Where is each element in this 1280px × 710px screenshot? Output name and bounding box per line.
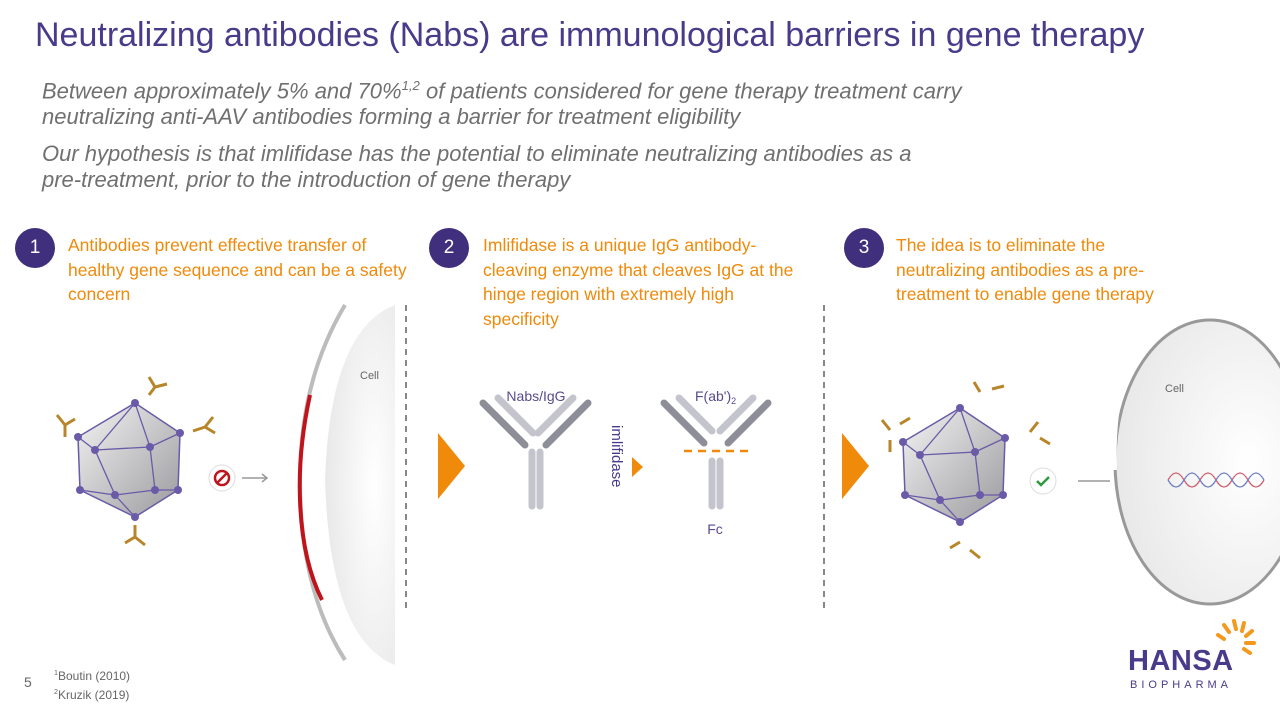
- step-text-1: Antibodies prevent effective transfer of…: [68, 235, 407, 304]
- igg-antibody-icon: [479, 394, 592, 510]
- cell-membrane-left: Cell: [297, 303, 395, 665]
- logo-name: HANSA: [1128, 645, 1234, 677]
- nabs-label: Nabs/IgG: [506, 388, 565, 404]
- step-number-2: 2: [429, 228, 469, 268]
- small-arrow-icon: [632, 457, 643, 477]
- sun-logo-icon: [1216, 619, 1256, 655]
- references: 1Boutin (2010) 2Kruzik (2019): [54, 665, 130, 703]
- blocked-icon: [208, 464, 269, 492]
- cell-label: Cell: [360, 370, 379, 382]
- subtitle-text: of patients considered for gene therapy …: [419, 78, 962, 104]
- cleaved-antibody-icon: [660, 394, 772, 510]
- slide-title: Neutralizing antibodies (Nabs) are immun…: [35, 16, 1145, 54]
- arrow-icon: [438, 433, 465, 499]
- subtitle-text: pre-treatment, prior to the introduction…: [42, 167, 571, 192]
- subtitle-eligibility: Between approximately 5% and 70%1,2 of p…: [42, 73, 962, 130]
- step-number-3: 3: [844, 228, 884, 268]
- fab-label: F(ab')2: [695, 388, 736, 406]
- check-icon: [1029, 467, 1110, 495]
- reference-1: 1Boutin (2010): [54, 668, 131, 683]
- citation-sup: 1,2: [401, 78, 420, 93]
- logo-subtitle: BIOPHARMA: [1130, 679, 1233, 691]
- page-number: 5: [24, 674, 32, 690]
- step-text-2: Imlifidase is a unique IgG antibody-clea…: [483, 235, 794, 329]
- dna-icon: [1167, 472, 1265, 488]
- step-text-3: The idea is to eliminate the neutralizin…: [896, 235, 1154, 304]
- subtitle-hypothesis: Our hypothesis is that imlifidase has th…: [42, 141, 912, 193]
- aav-capsid-icon: [880, 381, 1051, 560]
- imlifidase-label: imlifidase: [608, 425, 625, 488]
- subtitle-text: neutralizing anti-AAV antibodies forming…: [42, 104, 741, 130]
- arrow-icon: [842, 433, 869, 499]
- reference-2: 2Kruzik (2019): [54, 687, 130, 702]
- fc-label: Fc: [707, 521, 723, 537]
- step-number-1: 1: [15, 228, 55, 268]
- aav-capsid-icon: [55, 376, 216, 547]
- cell-right: Cell: [1112, 318, 1280, 606]
- subtitle-text: Between approximately 5% and 70%: [42, 78, 402, 104]
- subtitle-text: Our hypothesis is that imlifidase has th…: [42, 141, 912, 166]
- cell-label: Cell: [1165, 383, 1184, 395]
